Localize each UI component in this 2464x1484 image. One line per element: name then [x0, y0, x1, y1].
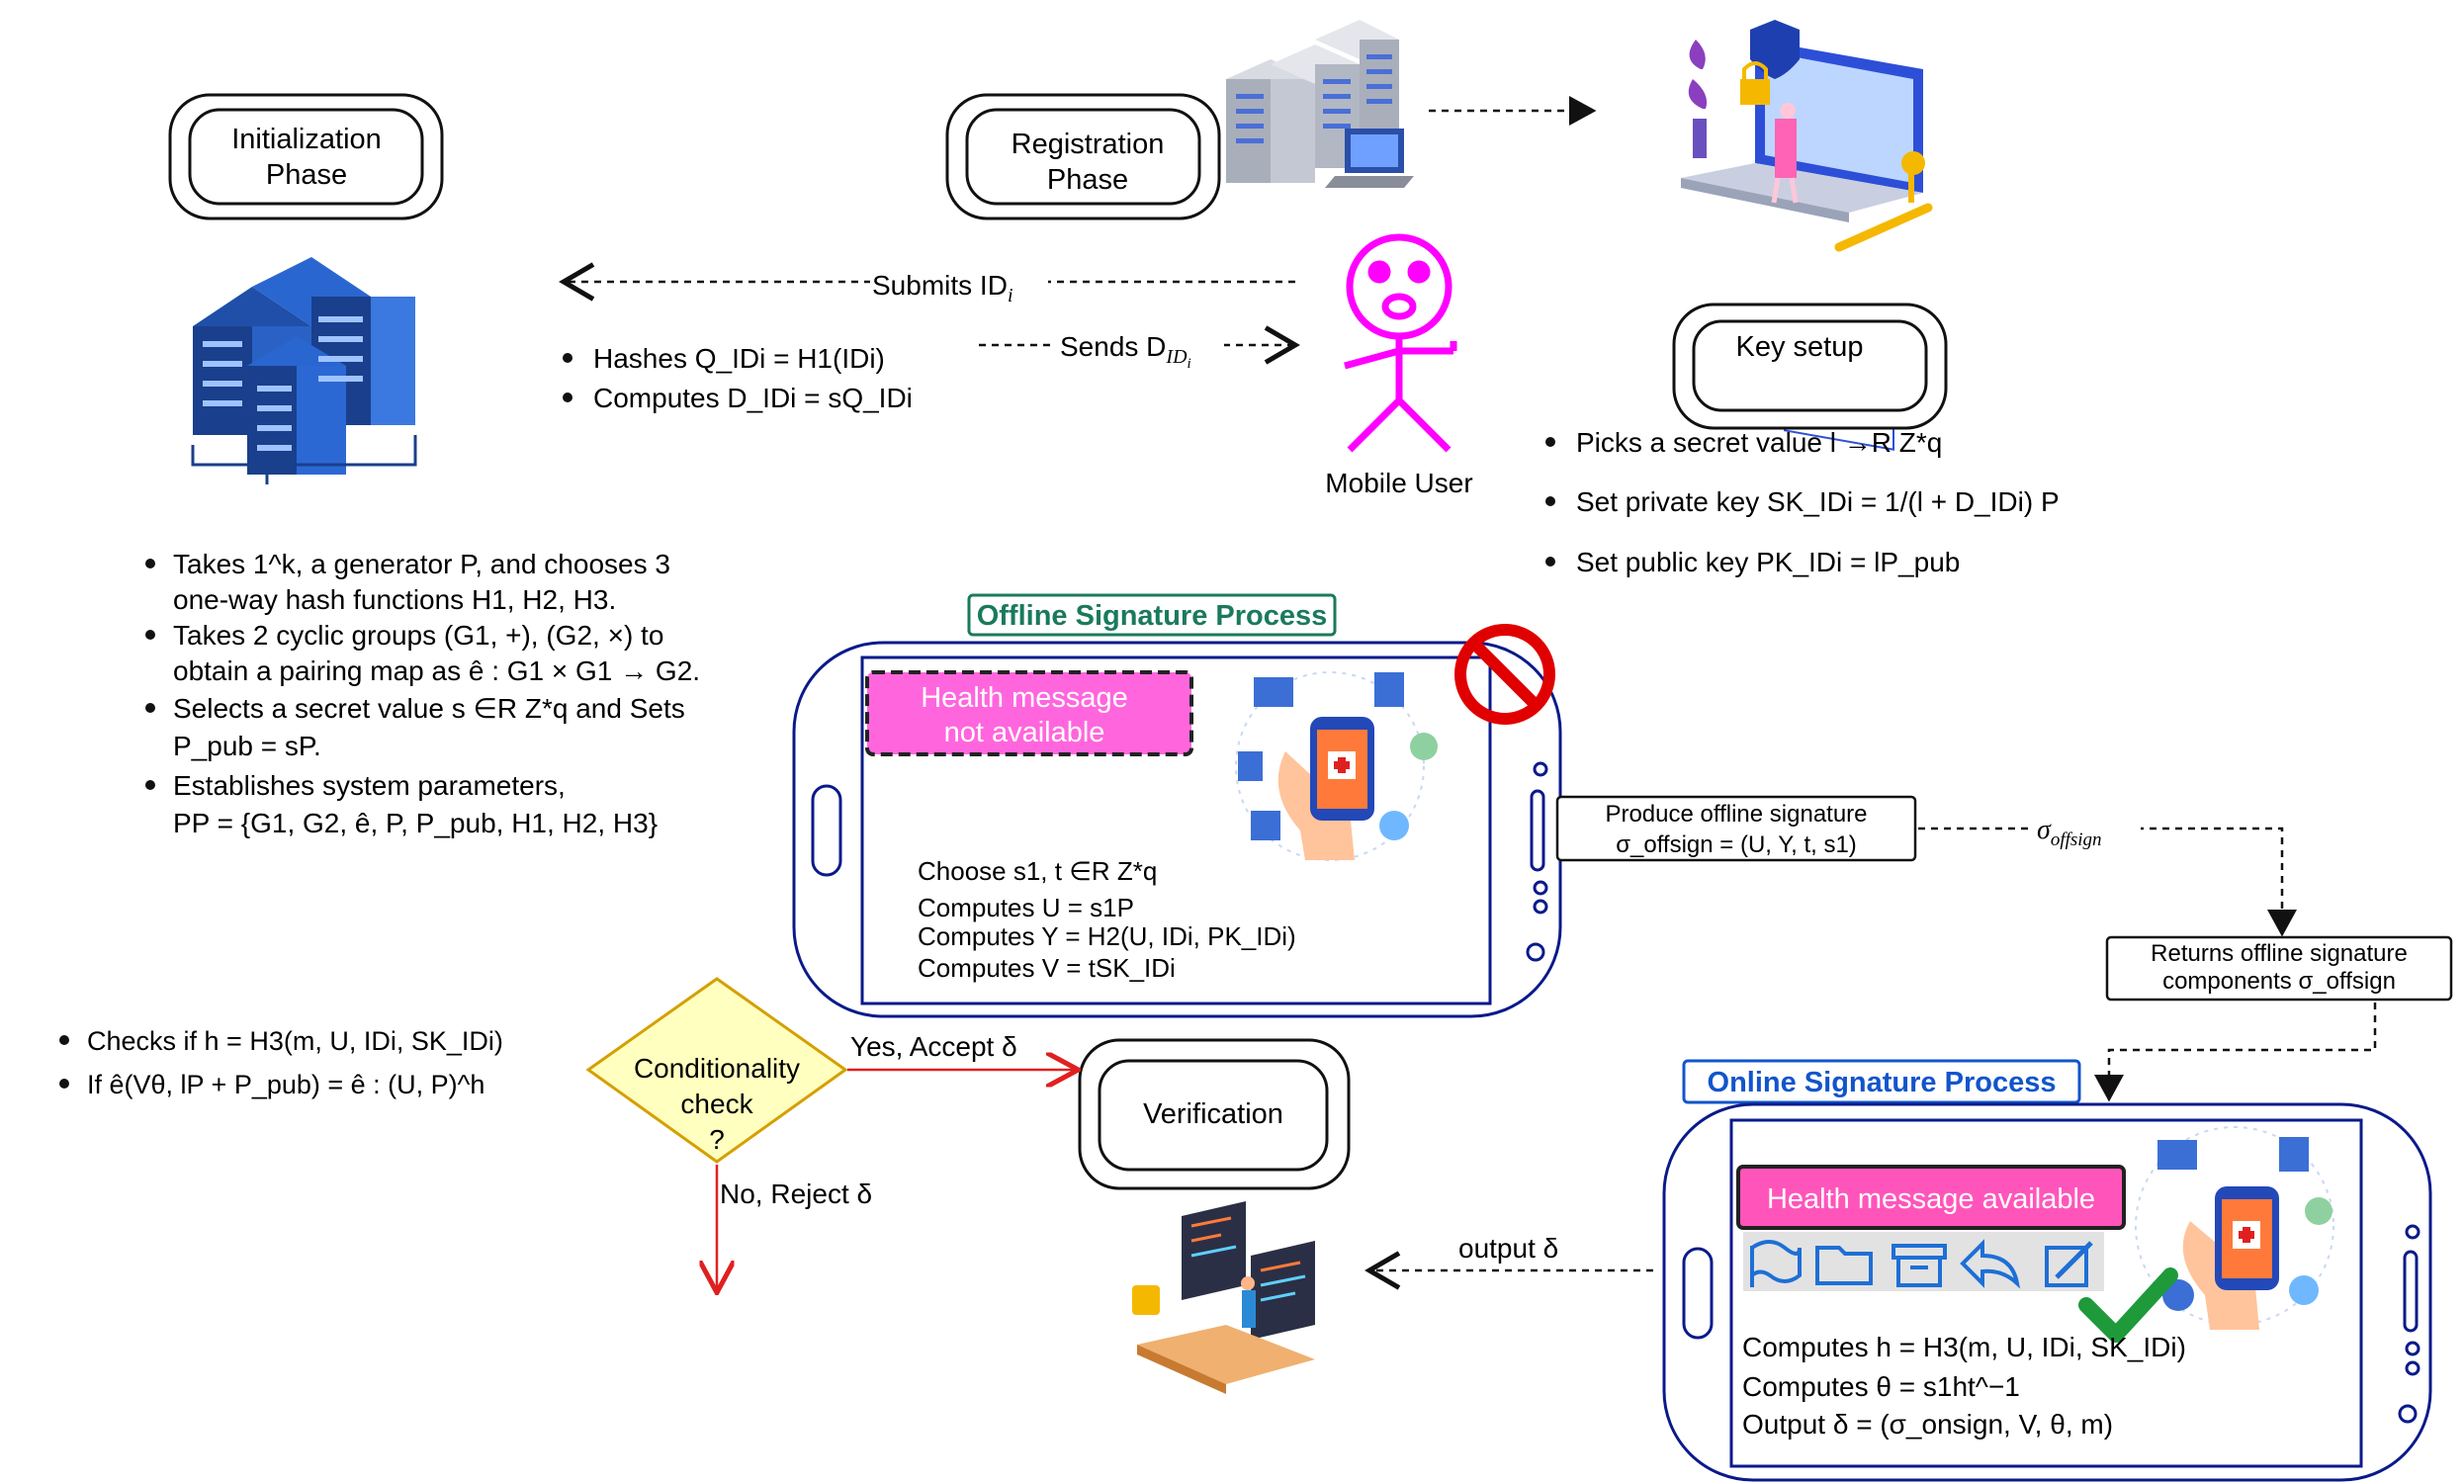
key-setup-bullets: Picks a secret value l →R Z*q Set privat…: [1545, 427, 2060, 577]
health-msg-available-box: Health message available: [1736, 1165, 2126, 1230]
svg-text:?: ?: [709, 1124, 725, 1155]
folder-icon: [1815, 1246, 1873, 1285]
init-line-7: Establishes system parameters,: [173, 770, 566, 801]
svg-text:σ_offsign = (U, Y, t, s1): σ_offsign = (U, Y, t, s1): [1616, 831, 1857, 858]
health-app-illustration-online: [2135, 1126, 2334, 1330]
reg-phase-label-1: Registration: [1012, 129, 1165, 160]
svg-text:Health message available: Health message available: [1767, 1183, 2095, 1215]
checkmark-icon: [2078, 1267, 2178, 1343]
init-phase-label-2: Phase: [266, 159, 347, 191]
key-bullet-1: Picks a secret value l →R Z*q: [1576, 427, 1942, 458]
online-step-1: Computes h = H3(m, U, IDi, SK_IDi): [1742, 1332, 2186, 1362]
reg-bullet-2: Computes D_IDi = sQ_IDi: [593, 383, 913, 413]
developer-laptop-icon: [1132, 1201, 1315, 1394]
verif-bullet-1: Checks if h = H3(m, U, IDi, SK_IDi): [87, 1026, 503, 1056]
mobile-user-icon: [1344, 233, 1457, 453]
offline-step-3: Computes Y = H2(U, IDi, PK_IDi): [918, 921, 1296, 951]
offline-step-2: Computes U = s1P: [918, 893, 1134, 922]
svg-text:components σ_offsign: components σ_offsign: [2162, 968, 2396, 995]
output-delta-label: output δ: [1458, 1233, 1558, 1264]
prohibited-icon: [1454, 624, 1555, 725]
init-line-5: Selects a secret value s ∈R Z*q and Sets: [173, 693, 685, 724]
reg-bullet-1: Hashes Q_IDi = H1(IDi): [593, 343, 885, 374]
offline-steps: Choose s1, t ∈R Z*q Computes U = s1P Com…: [918, 856, 1296, 983]
key-setup-label: Key setup: [1736, 331, 1864, 363]
offline-step-4: Computes V = tSK_IDi: [918, 953, 1176, 983]
init-line-4: obtain a pairing map as ê : G1 × G1 → G2…: [173, 655, 700, 686]
offline-step-1: Choose s1, t ∈R Z*q: [918, 856, 1157, 886]
submits-id-label: Submits IDi: [872, 270, 1013, 306]
compose-icon: [2045, 1241, 2093, 1287]
init-line-1: Takes 1^k, a generator P, and chooses 3: [173, 549, 670, 579]
registration-phase-box: Registration Phase: [945, 93, 1221, 220]
flag-icon: [1750, 1240, 1802, 1287]
svg-text:Verification: Verification: [1143, 1098, 1283, 1130]
init-line-8: PP = {G1, G2, ê, P, P_pub, H1, H2, H3}: [173, 808, 658, 838]
produce-offline-signature-box: Produce offline signature σ_offsign = (U…: [1555, 795, 1917, 862]
svg-text:Conditionality: Conditionality: [634, 1053, 800, 1084]
key-bullet-2: Set private key SK_IDi = 1/(l + D_IDi) P: [1576, 486, 2060, 517]
svg-text:Health message: Health message: [921, 682, 1128, 714]
init-line-2: one-way hash functions H1, H2, H3.: [173, 584, 616, 615]
data-center-icon: [1226, 20, 1414, 188]
mobile-user-label: Mobile User: [1325, 468, 1472, 498]
archive-icon: [1892, 1244, 1947, 1287]
mail-toolbar: [1743, 1232, 2104, 1291]
offline-signature-title: Offline Signature Process: [967, 593, 1337, 637]
health-app-illustration: [1235, 671, 1438, 861]
key-setup-box: Key setup: [1672, 303, 1948, 430]
conditionality-check-diamond: Conditionality check ?: [585, 977, 848, 1164]
verif-bullet-2: If ê(Vθ, lP + P_pub) = ê : (U, P)^h: [87, 1070, 484, 1099]
laptop-security-icon: [1681, 20, 1933, 451]
svg-text:Produce offline signature: Produce offline signature: [1605, 801, 1867, 828]
svg-text:Returns offline signature: Returns offline signature: [2151, 940, 2408, 967]
init-line-6: P_pub = sP.: [173, 731, 321, 761]
online-step-3: Output δ = (σ_onsign, V, θ, m): [1742, 1409, 2113, 1440]
sigma-offsign-label: σoffsign: [2037, 815, 2102, 850]
registration-bullets: Hashes Q_IDi = H1(IDi) Computes D_IDi = …: [563, 343, 913, 413]
health-msg-unavailable-box: Health message not available: [865, 670, 1193, 756]
init-phase-label-1: Initialization: [231, 124, 382, 155]
reg-phase-label-2: Phase: [1047, 164, 1128, 196]
svg-text:Online Signature Process: Online Signature Process: [1708, 1067, 2057, 1098]
reject-label: No, Reject δ: [720, 1178, 872, 1209]
key-bullet-3: Set public key PK_IDi = lP_pub: [1576, 547, 1960, 577]
sends-d-label: Sends DIDi: [1060, 331, 1191, 372]
svg-text:Offline Signature Process: Offline Signature Process: [977, 600, 1328, 632]
init-line-3: Takes 2 cyclic groups (G1, +), (G2, ×) t…: [173, 620, 663, 651]
online-steps: Computes h = H3(m, U, IDi, SK_IDi) Compu…: [1742, 1332, 2186, 1440]
svg-text:not available: not available: [944, 717, 1105, 748]
online-step-2: Computes θ = s1ht^−1: [1742, 1371, 2020, 1402]
verification-bullets: Checks if h = H3(m, U, IDi, SK_IDi) If ê…: [59, 1026, 503, 1099]
reply-icon: [1960, 1239, 2021, 1289]
online-signature-title: Online Signature Process: [1682, 1059, 2081, 1104]
sigma-offsign-connector: σoffsign: [1918, 813, 2297, 937]
server-rack-icon: [191, 257, 417, 484]
returns-to-online-arrow: [2094, 1003, 2377, 1102]
init-bullets: Takes 1^k, a generator P, and chooses 3 …: [145, 549, 700, 838]
initialization-phase-box: Initialization Phase: [168, 93, 444, 220]
verification-box: Verification: [1078, 1038, 1351, 1190]
returns-offline-signature-box: Returns offline signature components σ_o…: [2105, 935, 2453, 1002]
accept-label: Yes, Accept δ: [850, 1031, 1017, 1062]
svg-text:check: check: [680, 1089, 753, 1119]
